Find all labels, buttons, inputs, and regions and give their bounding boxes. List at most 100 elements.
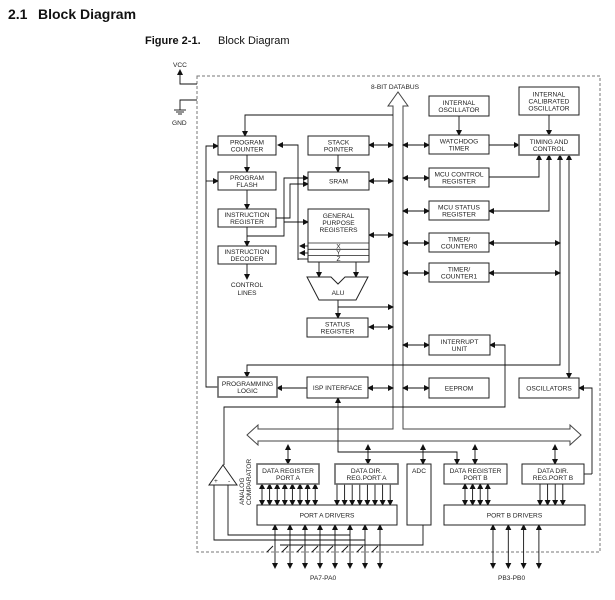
databus-arrow xyxy=(246,91,582,447)
connector xyxy=(223,342,506,465)
connector xyxy=(276,181,309,219)
connector xyxy=(244,154,563,378)
chip-boundary xyxy=(196,75,601,553)
connector xyxy=(489,154,542,178)
connector xyxy=(281,545,289,553)
eeprom-label: EEPROM xyxy=(445,386,474,393)
alu-block: ALU xyxy=(306,276,369,301)
watchdog-timer-box xyxy=(428,134,490,155)
comparator-plus: + xyxy=(214,478,218,485)
gpr-row-z: Z xyxy=(336,256,340,263)
status-register-box xyxy=(306,317,369,338)
stack-pointer-box xyxy=(307,135,370,156)
programming-logic-box xyxy=(217,376,278,398)
alu-shape xyxy=(306,276,369,301)
mcu-control-register-box xyxy=(428,167,490,188)
connector xyxy=(213,485,365,541)
connector xyxy=(227,485,350,536)
connector xyxy=(296,545,304,553)
alu-label: ALU xyxy=(332,290,345,297)
comparator-triangle xyxy=(208,464,238,486)
connector xyxy=(277,142,299,260)
connector xyxy=(335,397,460,465)
port-b-drivers-label: PORT B DRIVERS xyxy=(487,513,543,520)
data-dir-reg-port-a-box xyxy=(334,463,399,485)
oscillators-box xyxy=(518,377,580,399)
port-a-drivers-block: PORT A DRIVERS xyxy=(256,504,398,526)
timer-counter0-box xyxy=(428,232,490,253)
analog-comparator: +- xyxy=(208,464,238,486)
databus-label: 8-BIT DATABUS xyxy=(371,84,420,91)
adc-box xyxy=(406,463,432,526)
connector xyxy=(326,545,334,553)
connector xyxy=(205,143,219,388)
vcc-label: VCC xyxy=(173,62,187,69)
oscillators-block: OSCILLATORS xyxy=(518,377,580,399)
internal-oscillator-box xyxy=(428,95,490,117)
isp-interface-box xyxy=(306,376,369,399)
vcc-connection: VCC xyxy=(173,62,197,85)
figure-title: Block Diagram xyxy=(218,35,290,47)
eeprom-block: EEPROM xyxy=(428,377,490,399)
connector xyxy=(341,545,349,553)
connector xyxy=(266,545,274,553)
connector xyxy=(311,545,319,553)
connector xyxy=(242,114,393,137)
gpr-box xyxy=(307,208,370,263)
gpr-row-x: X xyxy=(336,243,341,250)
gnd-connection: GND xyxy=(172,99,197,127)
comparator-minus: - xyxy=(228,478,230,485)
port-b-drivers-block: PORT B DRIVERS xyxy=(443,504,586,526)
analog-comparator-label: ANALOGCOMPARATOR xyxy=(239,459,253,505)
section-number: 2.1 xyxy=(8,6,28,22)
interrupt-unit-box xyxy=(428,334,491,356)
oscillators-label: OSCILLATORS xyxy=(526,386,572,393)
timing-and-control-box xyxy=(518,134,580,156)
data-dir-reg-port-b-box xyxy=(521,463,585,485)
figure-number: Figure 2-1. xyxy=(145,35,201,47)
data-register-port-b-box xyxy=(443,463,508,485)
sram-label: SRAM xyxy=(329,179,348,186)
adc-block: ADC xyxy=(406,463,432,526)
timer-counter1-box xyxy=(428,262,490,283)
program-counter-box xyxy=(217,135,277,156)
port-b-drivers-box xyxy=(443,504,586,526)
isp-interface-block: ISP INTERFACE xyxy=(306,376,369,399)
port-a-drivers-box xyxy=(256,504,398,526)
gnd-label: GND xyxy=(172,120,187,127)
data-dir-reg-port-b-block: DATA DIR.REG.PORT B xyxy=(521,463,585,485)
eeprom-box xyxy=(428,377,490,399)
isp-interface-label: ISP INTERFACE xyxy=(313,385,363,392)
gpr-row-y: Y xyxy=(336,250,341,257)
